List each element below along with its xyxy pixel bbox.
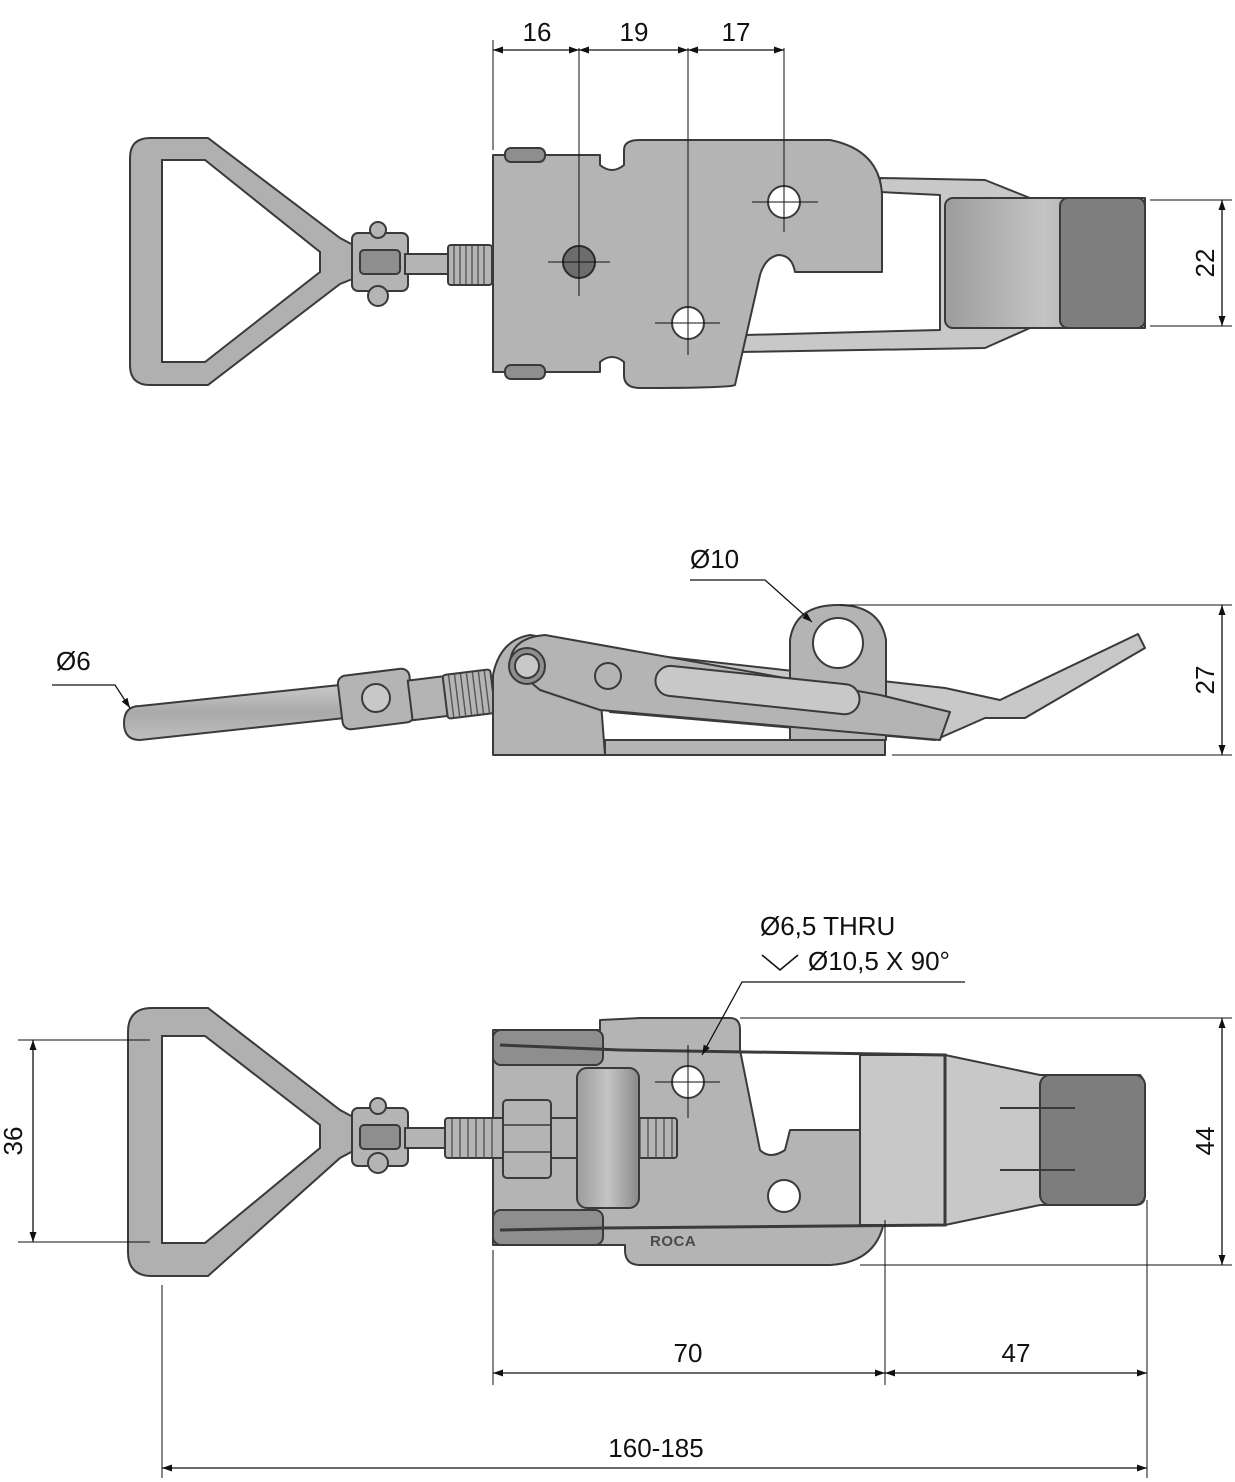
roca-logo: ROCA <box>650 1233 696 1250</box>
dim-22: 22 <box>1190 249 1220 278</box>
dim-47: 47 <box>1002 1338 1031 1368</box>
dim-44: 44 <box>1190 1127 1220 1156</box>
handle-loop-top <box>129 137 356 386</box>
handle-rod-side <box>122 683 347 742</box>
bottom-view: ROCA Ø6,5 THRU Ø10,5 X 90° 36 44 70 47 1… <box>0 911 1232 1478</box>
dim-70: 70 <box>674 1338 703 1368</box>
dim-16: 16 <box>523 17 552 47</box>
dim-160-185: 160-185 <box>608 1433 703 1463</box>
countersink-symbol <box>761 954 799 972</box>
rod-top <box>404 253 454 275</box>
loop-hole-side <box>812 617 864 669</box>
side-view: Ø10 Ø6 27 <box>52 544 1232 756</box>
dim-36: 36 <box>0 1127 28 1156</box>
thread-rod-bottom <box>444 1117 678 1159</box>
mount-hole-bottom-2 <box>767 1179 801 1213</box>
hole-note-countersink: Ø10,5 X 90° <box>808 946 950 976</box>
dim-27: 27 <box>1190 666 1220 695</box>
dim-diameter-10: Ø10 <box>690 544 739 574</box>
barrel-bottom <box>576 1067 640 1209</box>
dim-diameter-6: Ø6 <box>56 646 91 676</box>
top-view: 16 19 17 22 <box>129 17 1232 389</box>
hole-note-thru: Ø6,5 THRU <box>760 911 895 941</box>
dim-19: 19 <box>620 17 649 47</box>
strap-bottom <box>604 1048 947 1230</box>
dim-17: 17 <box>722 17 751 47</box>
nut-bottom <box>502 1099 552 1179</box>
handle-loop-bottom <box>127 1007 356 1277</box>
